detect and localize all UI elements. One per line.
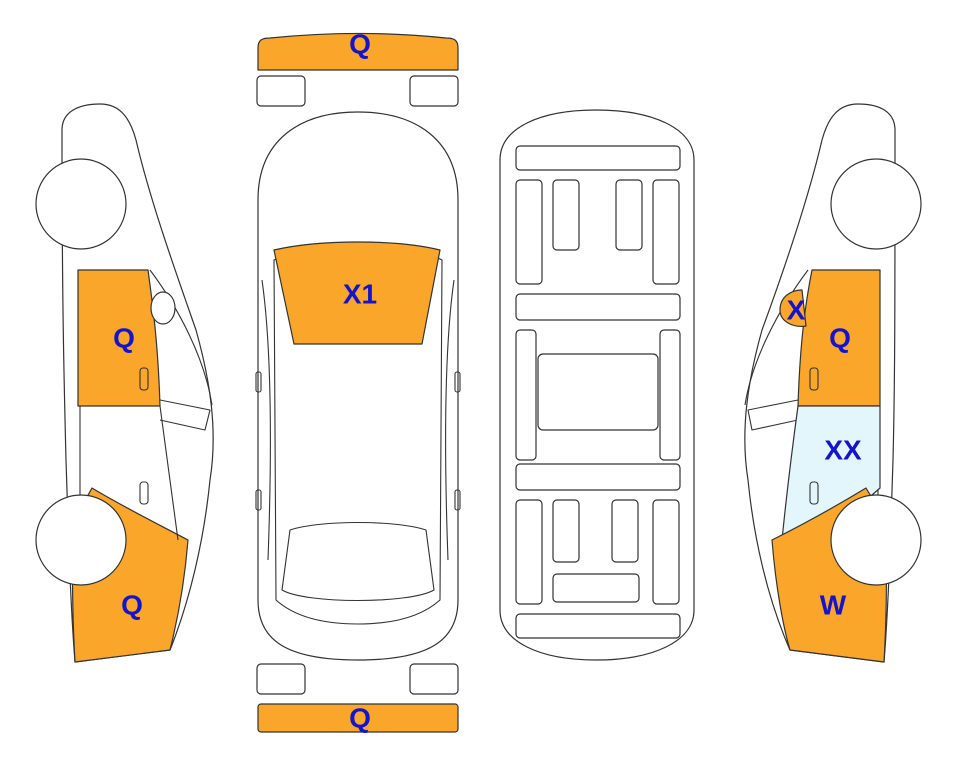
right-side-window-line [744,269,809,406]
underbody-left-floor [515,329,537,461]
underbody-right-floor [659,329,681,461]
left-front-door-handle [139,367,149,391]
top-left-handle-rear [255,489,262,511]
rear-bumper-label: Q [349,702,371,733]
left-mirror [150,291,176,325]
underbody-mid-crossmember [515,293,681,321]
front-bumper-panel [257,32,459,71]
underbody-rear-crossmember-2 [515,613,681,639]
roof-windshield-panel [273,241,441,345]
left-rear-quarter-label: Q [121,589,143,620]
right-rear-quarter-label: W [820,589,847,620]
rear-right-light [409,663,459,695]
front-left-light [256,75,306,107]
underbody-front-right-rail [652,179,680,285]
right-rear-door-handle [809,481,819,505]
underbody-rear-crossmember [515,463,681,491]
top-left-handle-front [255,371,262,393]
top-view: Q X1 Q [255,28,461,733]
top-left-pillar-line [261,279,272,561]
left-rear-door-line [80,405,179,541]
underbody-front-left-arm [552,179,580,251]
underbody-rear-left-arm [552,499,580,563]
top-body-outline [257,111,459,661]
front-bumper-label: Q [349,28,371,59]
right-mirror-label: X [787,294,806,325]
underbody-rear-right-arm [611,499,639,563]
top-right-pillar-line [444,279,455,561]
front-right-light [409,75,459,107]
rear-bumper-panel [257,703,459,733]
top-rear-window [281,521,435,601]
right-side-view: X Q XX W [744,103,922,663]
rear-left-light [256,663,306,695]
left-side-door-belt-line [159,399,211,431]
right-rear-wheel [830,494,922,586]
right-rear-door-label: XX [824,434,862,465]
left-side-window-line [149,269,213,406]
right-front-wheel [830,158,922,250]
underbody-center-tunnel [537,353,659,431]
top-right-handle-front [454,371,461,393]
left-front-door-label: Q [113,322,135,353]
underbody-front-left-rail [515,179,543,285]
underbody-rear-right-rail [652,499,680,605]
left-rear-door-handle [139,481,149,505]
underbody-rear-left-rail [515,499,543,605]
top-right-handle-rear [454,489,461,511]
right-side-door-belt-line [747,399,799,431]
underbody-view [499,109,695,661]
roof-label: X1 [343,278,377,309]
underbody-front-crossmember [515,145,681,171]
underbody-fuel-tank [552,573,640,603]
right-mirror-panel [779,289,807,327]
right-front-door-label: Q [829,322,851,353]
underbody-front-right-arm [615,179,643,251]
right-front-door-handle [809,367,819,391]
left-side-view: Q Q [35,103,214,663]
left-rear-wheel [35,494,127,586]
left-front-wheel [35,158,127,250]
